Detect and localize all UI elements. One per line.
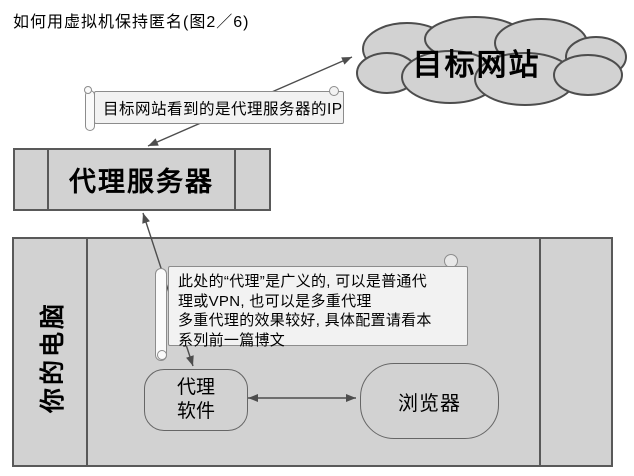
note-line: 此处的“代理”是广义的, 可以是普通代 (178, 273, 428, 290)
proxy-server-box: 代理服务器 (13, 148, 271, 211)
target-website-cloud: 目标网站 (345, 13, 628, 110)
your-computer-label: 你的电脑 (39, 300, 67, 414)
page-title: 如何用虚拟机保持匿名(图2／6) (13, 14, 250, 31)
note-text: 目标网站看到的是代理服务器的IP (94, 91, 344, 124)
scroll-top-right-curl (329, 86, 339, 96)
note-website-sees-proxy-ip: 目标网站看到的是代理服务器的IP (84, 84, 354, 134)
computer-box-right-divider (539, 239, 541, 465)
proxy-box-left-divider (47, 150, 49, 209)
cloud-icon (356, 16, 627, 106)
proxy-software-node: 代理 软件 (144, 369, 248, 431)
proxy-software-label: 代理 软件 (176, 377, 215, 422)
note-text: 此处的“代理”是广义的, 可以是普通代 理或VPN, 也可以是多重代理 多重代理… (168, 266, 468, 349)
note-line: 多重代理的效果较好, 具体配置请看本 (178, 312, 432, 329)
browser-node: 浏览器 (360, 363, 499, 439)
note-line: 系列前一篇博文 (178, 331, 286, 349)
proxy-box-right-divider (234, 150, 236, 209)
proxy-server-label: 代理服务器 (69, 167, 214, 197)
note-line: 理或VPN, 也可以是多重代理 (178, 292, 372, 310)
target-website-label: 目标网站 (412, 49, 541, 82)
browser-label: 浏览器 (398, 392, 461, 415)
computer-box-left-divider (86, 239, 88, 465)
your-computer-box: 你的电脑 代理 软件 浏览器 (12, 237, 613, 467)
note-proxy-explanation: 此处的“代理”是广义的, 可以是普通代 理或VPN, 也可以是多重代理 多重代理… (155, 253, 475, 368)
scroll-top-left-curl (84, 86, 92, 94)
scroll-left-roll (155, 268, 167, 361)
scroll-bottom-left-curl (157, 350, 167, 360)
